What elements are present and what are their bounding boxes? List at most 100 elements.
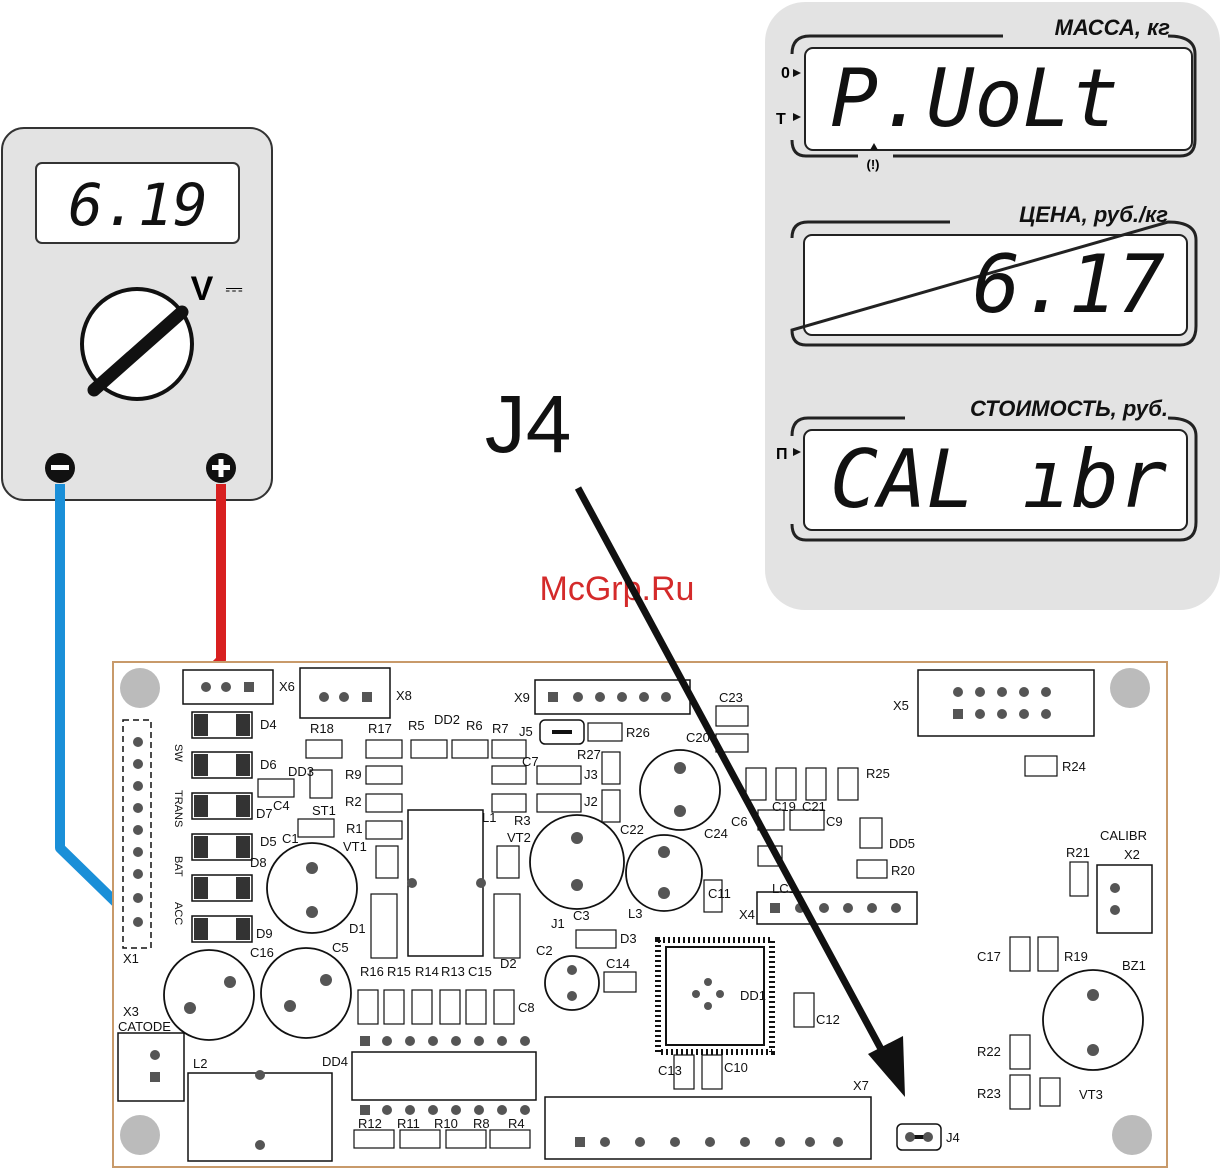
svg-text:BZ1: BZ1 xyxy=(1122,958,1146,973)
svg-text:VT2: VT2 xyxy=(507,830,531,845)
svg-text:R24: R24 xyxy=(1062,759,1086,774)
svg-text:C1: C1 xyxy=(282,831,299,846)
svg-text:J1: J1 xyxy=(551,916,565,931)
mounting-hole xyxy=(120,1115,160,1155)
mounting-hole xyxy=(1110,668,1150,708)
mounting-hole xyxy=(120,668,160,708)
svg-text:D4: D4 xyxy=(260,717,277,732)
tare-marker: T xyxy=(776,111,786,128)
svg-text:R26: R26 xyxy=(626,725,650,740)
warning-symbol: (!) xyxy=(867,157,880,172)
svg-text:BAT: BAT xyxy=(172,856,184,877)
svg-text:X6: X6 xyxy=(279,679,295,694)
svg-text:R9: R9 xyxy=(345,767,362,782)
mounting-hole xyxy=(1112,1115,1152,1155)
svg-text:X9: X9 xyxy=(514,690,530,705)
svg-text:C19: C19 xyxy=(772,799,796,814)
cost-header: СТОИМОСТЬ, руб. xyxy=(970,396,1168,421)
price-value: 6.17 xyxy=(972,238,1165,331)
scale-display-panel: МАССА, кг P.UoLt 0 T (!) ЦЕНА, руб./кг 6… xyxy=(765,2,1220,610)
multimeter-reading: 6.19 xyxy=(68,171,208,239)
svg-text:C10: C10 xyxy=(724,1060,748,1075)
tare-indicator-icon xyxy=(793,113,801,121)
svg-text:C15: C15 xyxy=(468,964,492,979)
svg-text:X8: X8 xyxy=(396,688,412,703)
svg-text:DD5: DD5 xyxy=(889,836,915,851)
cost-indicator-icon xyxy=(793,448,801,456)
svg-text:D5: D5 xyxy=(260,834,277,849)
svg-text:C3: C3 xyxy=(573,908,590,923)
svg-text:ACC: ACC xyxy=(172,902,184,925)
svg-text:C11: C11 xyxy=(708,886,731,901)
svg-text:R22: R22 xyxy=(977,1044,1001,1059)
svg-text:X7: X7 xyxy=(853,1078,869,1093)
zero-indicator-icon xyxy=(793,69,801,77)
j4-arrowhead-icon xyxy=(868,1036,905,1097)
svg-text:C6: C6 xyxy=(731,814,748,829)
svg-text:L3: L3 xyxy=(628,906,642,921)
multimeter-display xyxy=(35,162,240,244)
svg-text:L1: L1 xyxy=(482,810,496,825)
svg-text:R19: R19 xyxy=(1064,949,1088,964)
svg-text:R18: R18 xyxy=(310,721,334,736)
svg-text:R6: R6 xyxy=(466,718,483,733)
svg-text:C5: C5 xyxy=(332,940,349,955)
svg-text:C23: C23 xyxy=(719,690,743,705)
svg-text:DD1: DD1 xyxy=(740,988,766,1003)
svg-text:CALIBR: CALIBR xyxy=(1100,828,1147,843)
dc-symbol-icon: ⎓ xyxy=(225,277,243,302)
svg-text:D3: D3 xyxy=(620,931,637,946)
mass-display xyxy=(804,47,1193,151)
warning-indicator-icon xyxy=(870,143,878,150)
svg-text:J4: J4 xyxy=(946,1130,960,1145)
svg-text:X1: X1 xyxy=(123,951,139,966)
svg-text:R13: R13 xyxy=(441,964,465,979)
zero-marker: 0 xyxy=(781,65,790,82)
cost-display xyxy=(803,429,1188,531)
svg-text:R3: R3 xyxy=(514,813,531,828)
svg-text:R12: R12 xyxy=(358,1116,382,1131)
watermark: McGrp.Ru xyxy=(540,570,695,608)
svg-text:CATODE: CATODE xyxy=(118,1019,171,1034)
svg-text:R11: R11 xyxy=(397,1116,420,1131)
svg-text:R7: R7 xyxy=(492,721,509,736)
svg-text:C16: C16 xyxy=(250,945,274,960)
svg-text:L2: L2 xyxy=(193,1056,207,1071)
svg-text:R2: R2 xyxy=(345,794,362,809)
svg-text:R1: R1 xyxy=(346,821,363,836)
voltage-unit-label: V xyxy=(191,270,214,308)
svg-text:DD2: DD2 xyxy=(434,712,460,727)
svg-text:D1: D1 xyxy=(349,921,366,936)
svg-text:C20: C20 xyxy=(686,730,710,745)
svg-text:C17: C17 xyxy=(977,949,1001,964)
j4-callout-arrow xyxy=(574,486,892,1064)
svg-text:VT3: VT3 xyxy=(1079,1087,1103,1102)
dial-pointer xyxy=(87,305,189,397)
svg-text:C13: C13 xyxy=(658,1063,682,1078)
svg-text:R21: R21 xyxy=(1066,845,1090,860)
svg-text:J5: J5 xyxy=(519,724,533,739)
multimeter: 6.19 V ⎓ xyxy=(1,127,273,501)
svg-text:D7: D7 xyxy=(256,806,273,821)
svg-text:ST1: ST1 xyxy=(312,803,336,818)
svg-text:D6: D6 xyxy=(260,757,277,772)
svg-text:D9: D9 xyxy=(256,926,273,941)
svg-text:C24: C24 xyxy=(704,826,728,841)
svg-text:C14: C14 xyxy=(606,956,630,971)
svg-text:R8: R8 xyxy=(473,1116,490,1131)
svg-text:R23: R23 xyxy=(977,1086,1001,1101)
svg-text:R25: R25 xyxy=(866,766,890,781)
svg-text:C2: C2 xyxy=(536,943,553,958)
svg-text:SW: SW xyxy=(172,744,184,762)
price-display xyxy=(803,234,1188,336)
svg-text:C7: C7 xyxy=(522,754,539,769)
svg-text:R16: R16 xyxy=(360,964,384,979)
cost-marker: П xyxy=(776,446,788,463)
price-header: ЦЕНА, руб./кг xyxy=(1019,202,1168,227)
pcb-board: X6 X8 X9 X5 D4 R18 R17 R5 DD2 R6 R7 J5 R… xyxy=(112,661,1168,1168)
svg-text:C21: C21 xyxy=(802,799,826,814)
board-labels: X6 X8 X9 X5 D4 R18 R17 R5 DD2 R6 R7 J5 R… xyxy=(118,679,1147,1145)
svg-text:X5: X5 xyxy=(893,698,909,713)
j4-callout-label: J4 xyxy=(485,379,572,470)
